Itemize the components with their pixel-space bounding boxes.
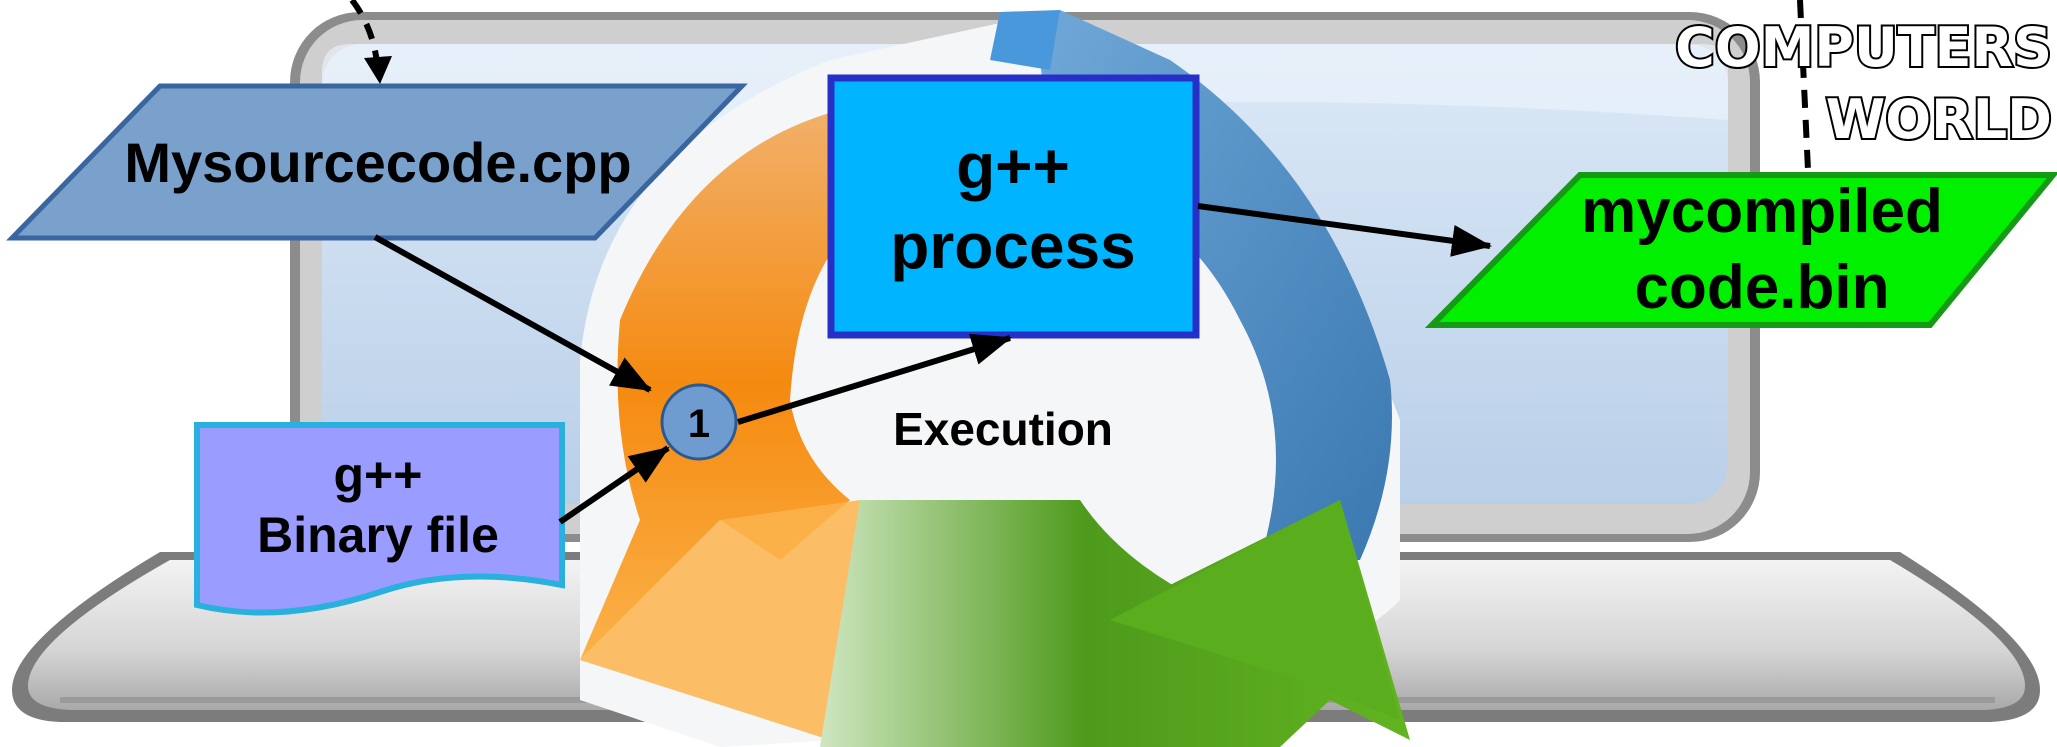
output-file-line2: code.bin	[1635, 253, 1890, 322]
output-file-node: mycompiled code.bin	[1424, 172, 2057, 328]
binary-file-line1: g++	[334, 447, 423, 503]
execution-label: Execution	[893, 403, 1113, 455]
refresh-cycle-icon	[580, 10, 1410, 747]
process-node: g++ process	[827, 74, 1200, 339]
brand-line1: COMPUTERS	[1675, 16, 2052, 79]
binary-to-junction-arrow	[558, 445, 670, 525]
computers-world-logo: COMPUTERS WORLD	[1673, 14, 2054, 153]
output-file-line1: mycompiled	[1581, 177, 1943, 246]
process-line1: g++	[956, 130, 1070, 202]
process-to-output-arrow	[1197, 203, 1492, 257]
source-file-node: Mysourcecode.cpp	[6, 83, 748, 241]
junction-node: 1	[660, 383, 738, 461]
process-line2: process	[890, 210, 1135, 282]
binary-file-node: g++ Binary file	[194, 422, 565, 616]
binary-file-line2: Binary file	[257, 507, 499, 563]
brand-line2: WORLD	[1826, 88, 2052, 151]
dashed-input-arrowhead	[364, 56, 392, 84]
junction-label: 1	[688, 402, 710, 446]
source-to-junction-arrow	[373, 234, 652, 393]
source-file-label: Mysourcecode.cpp	[124, 131, 631, 194]
junction-to-process-arrow	[737, 333, 1012, 425]
